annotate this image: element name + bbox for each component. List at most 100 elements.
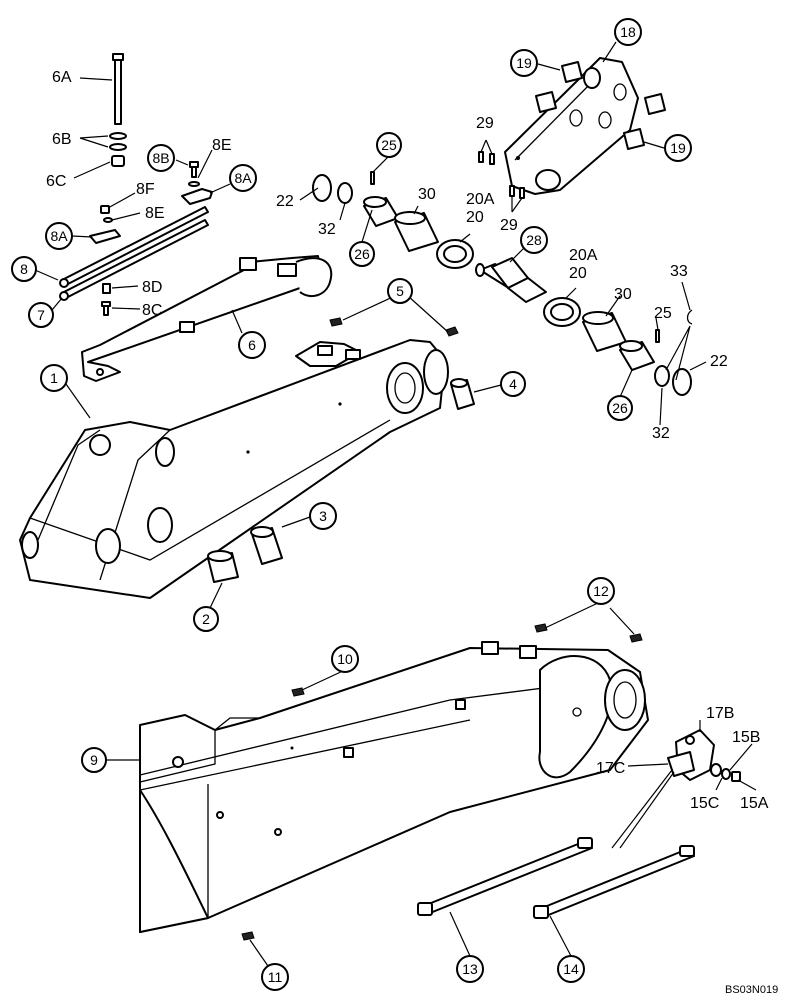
label-13: 13	[462, 961, 478, 977]
label-28: 28	[526, 232, 542, 248]
callout-circle-4	[500, 371, 526, 397]
washer-6b	[109, 132, 127, 151]
nut-6c	[111, 155, 125, 167]
nut-8d	[102, 283, 111, 294]
label-7: 7	[37, 307, 45, 323]
callout-circle-18	[614, 18, 642, 46]
label-8: 8	[20, 261, 28, 277]
pin-25-right	[655, 329, 660, 343]
label-32-left: 32	[318, 221, 336, 238]
callout-circle-8a-top	[229, 164, 257, 192]
washer-32-left	[337, 182, 353, 204]
label-22-right: 22	[710, 353, 728, 370]
callout-circle-8b	[147, 144, 175, 172]
label-8f: 8F	[136, 181, 155, 198]
cylinder-pin-28	[475, 257, 547, 303]
bracket-6	[81, 255, 333, 382]
callout-circle-13	[456, 955, 484, 983]
callout-labels: 6A 6B 6C 8B 8E 8A 8F 8E 8A 8 7 8D 8C 6 1…	[11, 18, 778, 996]
bushings-19	[535, 61, 666, 150]
bushing-3	[250, 526, 283, 565]
label-3: 3	[319, 508, 327, 524]
bushing-2	[207, 550, 239, 583]
bushing-30-right	[582, 311, 627, 352]
callout-circle-6	[238, 331, 266, 359]
label-1: 1	[50, 370, 58, 386]
boom-9	[139, 641, 649, 933]
label-4: 4	[509, 376, 517, 392]
tube-13	[417, 837, 593, 916]
tube-guide-lines	[611, 769, 675, 849]
callout-circle-26-left	[349, 241, 375, 267]
label-22-left: 22	[276, 193, 294, 210]
bushing-4	[450, 378, 475, 410]
label-15a: 15A	[740, 795, 769, 812]
label-20-left: 20	[466, 209, 484, 226]
label-5: 5	[396, 283, 404, 299]
callout-circle-19-a	[510, 49, 538, 77]
label-29-mid: 29	[500, 217, 518, 234]
pin-26-left	[363, 196, 399, 227]
label-2: 2	[202, 611, 210, 627]
clip-33	[686, 309, 693, 325]
label-30-right: 30	[614, 286, 632, 303]
label-26-left: 26	[354, 246, 370, 262]
label-8b: 8B	[152, 150, 169, 166]
snap-ring-22-left	[312, 174, 332, 202]
label-17b: 17B	[706, 705, 734, 722]
label-8a-top: 8A	[234, 170, 252, 186]
label-17c: 17C	[596, 760, 625, 777]
seal-20-left	[436, 239, 474, 269]
label-26-right: 26	[612, 400, 628, 416]
callout-circle-12	[587, 577, 615, 605]
snap-ring-22-right	[672, 368, 692, 396]
callout-circle-19-b	[664, 134, 692, 162]
label-15b: 15B	[732, 729, 760, 746]
label-8c: 8C	[142, 302, 162, 319]
label-11: 11	[268, 969, 283, 985]
diagram-code: BS03N019	[725, 984, 778, 996]
label-6: 6	[248, 337, 256, 353]
fittings-10-11-12	[241, 623, 643, 941]
callout-circle-7	[28, 302, 54, 328]
callout-circle-5	[387, 278, 413, 304]
callout-circle-1	[40, 364, 68, 392]
label-25-left: 25	[381, 137, 397, 153]
label-9: 9	[90, 752, 98, 768]
callout-circle-3	[309, 502, 337, 530]
label-20a-right: 20A	[569, 247, 598, 264]
label-19-b: 19	[670, 140, 686, 156]
label-6b: 6B	[52, 131, 72, 148]
label-32-right: 32	[652, 425, 670, 442]
label-8d: 8D	[142, 279, 162, 296]
fitting-7	[59, 278, 69, 288]
label-10: 10	[337, 651, 353, 667]
label-14: 14	[563, 961, 579, 977]
fittings-15	[710, 763, 741, 782]
label-8a-left: 8A	[50, 228, 68, 244]
clamp-8a-top	[181, 188, 213, 205]
callout-circle-10	[331, 645, 359, 673]
label-18: 18	[620, 24, 636, 40]
label-8e-mid: 8E	[145, 205, 165, 222]
callout-circle-2	[193, 606, 219, 632]
callout-circle-9	[81, 747, 107, 773]
washer-32-right	[654, 365, 670, 387]
callout-circle-26-right	[607, 395, 633, 421]
callout-circle-11	[261, 963, 289, 991]
pin-26-right	[619, 340, 655, 371]
pin-25-left	[370, 171, 375, 185]
washer-8e	[103, 217, 113, 223]
callout-circle-25-left	[376, 132, 402, 158]
callout-circle-28	[520, 226, 548, 254]
label-8e-top: 8E	[212, 137, 232, 154]
callout-circle-8	[11, 256, 37, 282]
bolt-6a	[112, 53, 124, 125]
label-19-a: 19	[516, 55, 532, 71]
clamp-8a-left	[89, 229, 121, 244]
label-15c: 15C	[690, 795, 719, 812]
label-25-right: 25	[654, 305, 672, 322]
bolt-8c	[101, 301, 111, 316]
label-30-left: 30	[418, 186, 436, 203]
